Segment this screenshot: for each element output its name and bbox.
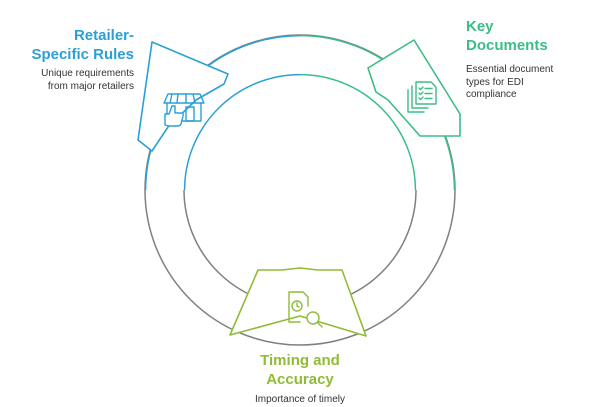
documents-desc-line: Essential document [466, 64, 554, 75]
timing-desc-line: Importance of timely [254, 394, 346, 405]
retailer-title-line: Retailer- [73, 27, 134, 44]
documents-arrow [367, 39, 461, 137]
retailer-segment [137, 34, 301, 191]
documents-description: Essential document types for EDI complia… [466, 64, 553, 102]
storefront-thumbs-up-icon [163, 93, 205, 127]
document-checklist-stack-icon [407, 81, 437, 113]
document-clock-search-icon [288, 291, 323, 328]
documents-band [300, 35, 455, 190]
retailer-title: Retailer- Specific Rules [31, 26, 134, 64]
retailer-arrow [137, 41, 229, 152]
timing-arrow [229, 267, 367, 337]
documents-desc-line: compliance [466, 89, 517, 100]
documents-desc-line: types for EDI [466, 76, 524, 88]
retailer-title-line: Specific Rules [31, 46, 134, 63]
timing-title-line: Accuracy [266, 371, 334, 388]
timing-title-line: Timing and [260, 352, 340, 369]
retailer-desc-line: Unique requirements [41, 68, 134, 79]
retailer-band [145, 35, 300, 190]
timing-title: Timing and Accuracy [200, 351, 400, 389]
documents-segment [299, 34, 461, 191]
documents-title-line: Key [466, 18, 494, 35]
timing-description: Importance of timely [200, 394, 400, 407]
timing-segment [229, 267, 367, 337]
retailer-description: Unique requirements from major retailers [41, 68, 134, 93]
documents-title: Key Documents [466, 17, 548, 55]
retailer-desc-line: from major retailers [47, 80, 134, 92]
documents-title-line: Documents [466, 37, 548, 54]
